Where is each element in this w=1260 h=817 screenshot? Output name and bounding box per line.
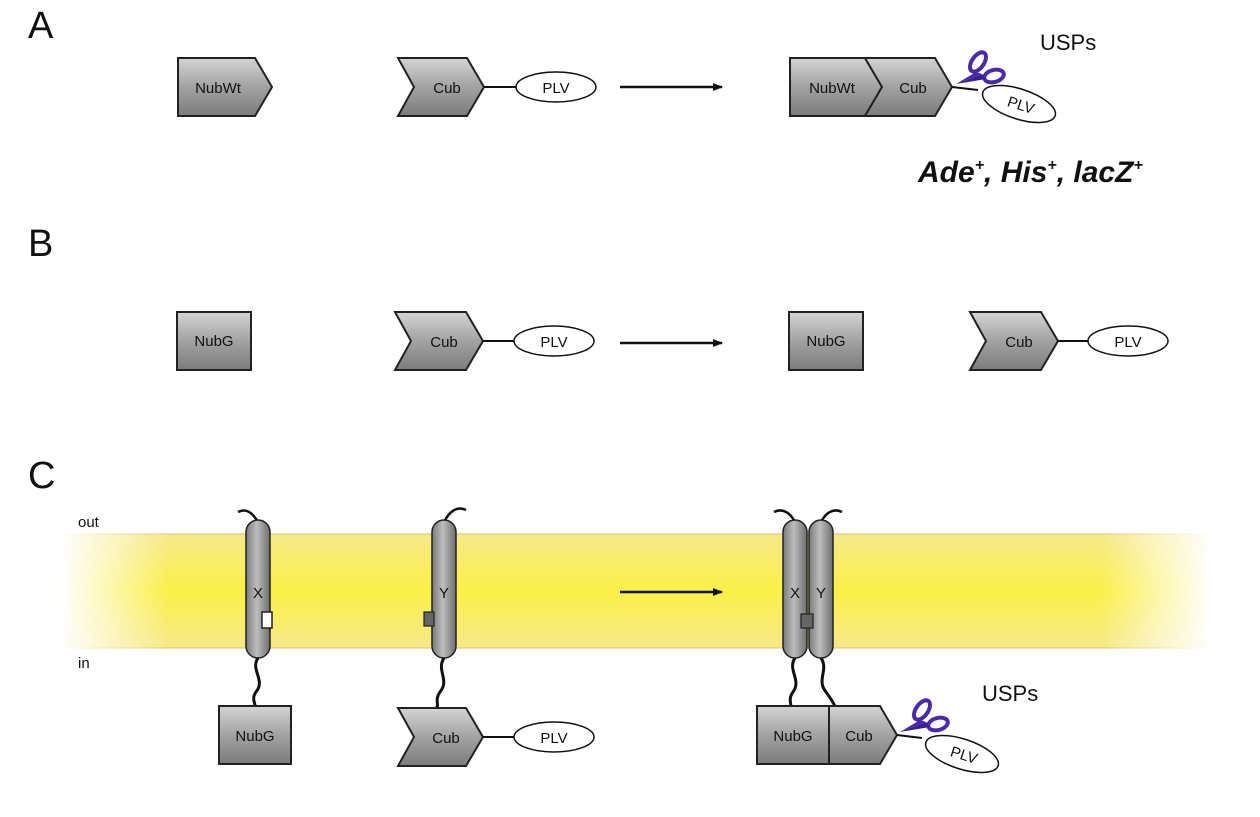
nubwt-box: NubWt xyxy=(177,57,274,117)
y-label-complex: Y xyxy=(816,585,826,602)
scissors-icon-c xyxy=(898,695,952,735)
phenotype-readout: Ade+, His+, lacZ+ xyxy=(917,156,1143,189)
panel-a-letter: A xyxy=(28,5,54,47)
membrane-in-label: in xyxy=(78,655,90,672)
scissors-icon xyxy=(954,47,1008,87)
plv-ellipse-b-result xyxy=(1087,325,1169,357)
plv-ellipse-cleaved xyxy=(981,84,1057,124)
plv-ellipse-c xyxy=(513,721,595,753)
nubg-label-result: NubG xyxy=(806,333,845,350)
cub-label: Cub xyxy=(433,80,461,97)
xy-complex: X Y NubG Cub PLV USPs xyxy=(756,509,1038,774)
cub-label-c: Cub xyxy=(432,730,460,747)
cub-plv-fusion-b-result: Cub PLV xyxy=(968,311,1169,371)
x-notch xyxy=(261,611,273,629)
y-knob xyxy=(423,611,435,627)
plv-label-b: PLV xyxy=(540,334,567,351)
cub-label-complex-c: Cub xyxy=(845,728,873,745)
nubg-box-b-result: NubG xyxy=(788,311,864,371)
nubg-box-b: NubG xyxy=(176,311,252,371)
xy-interface xyxy=(800,613,814,629)
cub-label-b: Cub xyxy=(430,334,458,351)
plv-label-b-result: PLV xyxy=(1114,334,1141,351)
usps-label-a: USPs xyxy=(1040,30,1096,55)
cub-label-b-result: Cub xyxy=(1005,334,1033,351)
protein-x-nubg: X NubG xyxy=(218,509,292,765)
membrane-out-label: out xyxy=(78,514,100,531)
panel-c-letter: C xyxy=(28,455,55,497)
plv-ellipse-cleaved-c xyxy=(924,734,1000,774)
x-label-complex: X xyxy=(790,585,800,602)
cub-label-complex: Cub xyxy=(899,80,927,97)
cub-plv-fusion-a: Cub PLV xyxy=(396,57,597,117)
plv-label: PLV xyxy=(542,80,569,97)
x-label: X xyxy=(253,585,263,602)
nubwt-cub-complex: NubWt Cub PLV USPs xyxy=(789,30,1096,124)
protein-y-cub: Y Cub PLV xyxy=(396,507,595,767)
nubg-label-c: NubG xyxy=(235,728,274,745)
plv-ellipse-b xyxy=(513,325,595,357)
cub-plv-fusion-b: Cub PLV xyxy=(393,311,595,371)
nubwt-label-complex: NubWt xyxy=(809,80,856,97)
panel-b-letter: B xyxy=(28,223,53,265)
plv-ellipse xyxy=(515,71,597,103)
nubg-label-complex: NubG xyxy=(773,728,812,745)
plv-label-c: PLV xyxy=(540,730,567,747)
nubg-label: NubG xyxy=(194,333,233,350)
usps-label-c: USPs xyxy=(982,681,1038,706)
nubwt-label: NubWt xyxy=(195,80,242,97)
y-label: Y xyxy=(439,585,449,602)
